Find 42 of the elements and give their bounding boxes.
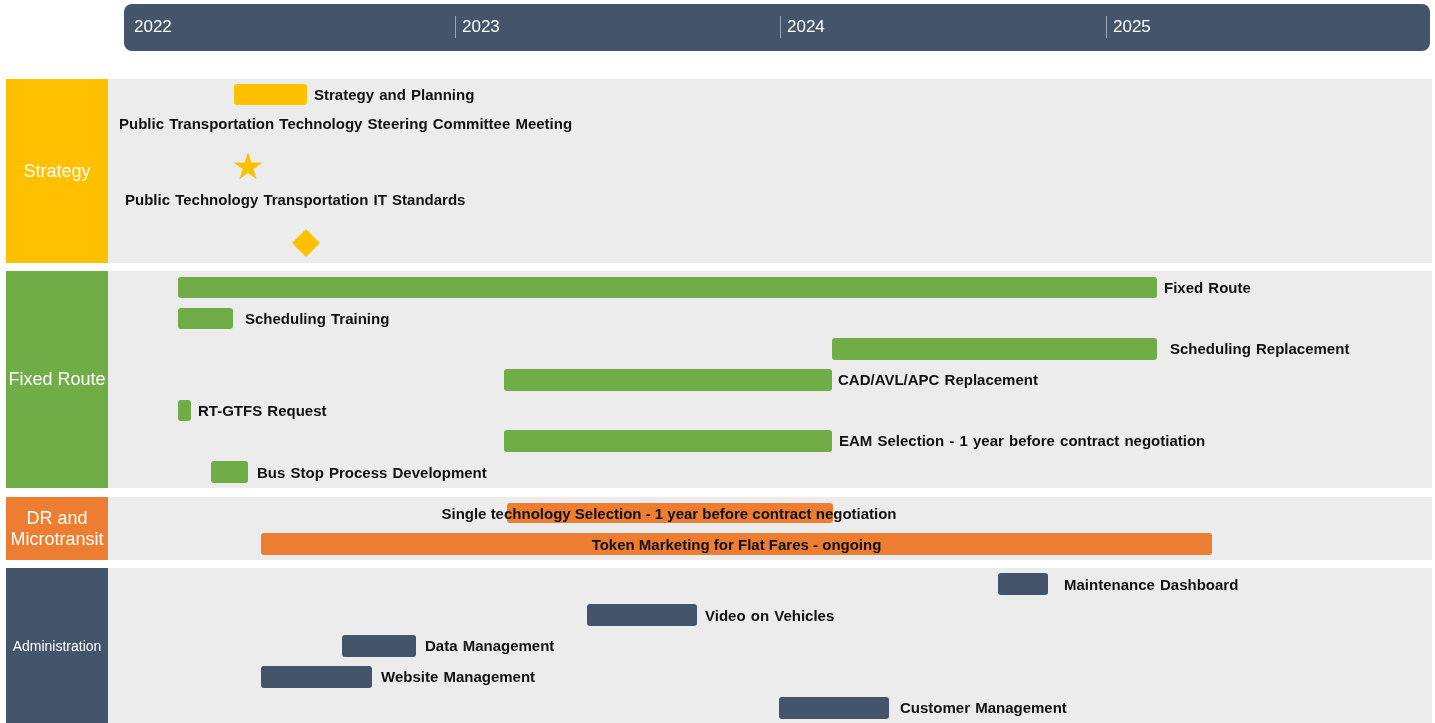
task-label: Fixed Route [1164, 279, 1251, 296]
task-label: Maintenance Dashboard [1064, 576, 1239, 593]
task-label: Scheduling Training [245, 310, 390, 327]
milestone-diamond [292, 228, 320, 258]
year-label: 2023 [455, 16, 500, 38]
gantt-bar [178, 308, 233, 329]
task-label: Data Management [425, 637, 555, 654]
task-label: Video on Vehicles [705, 607, 835, 624]
gantt-bar [261, 666, 372, 688]
task-label: Strategy and Planning [314, 86, 475, 103]
gantt-bar [178, 400, 191, 421]
year-label: 2024 [780, 16, 825, 38]
gantt-bar [998, 573, 1048, 595]
year-label: 2025 [1106, 16, 1151, 38]
gantt-bar [178, 277, 1157, 298]
year-label: 2022 [133, 16, 172, 38]
swimlane-band [6, 79, 1432, 263]
lane-label: Strategy [6, 79, 108, 263]
swimlane-band [6, 497, 1432, 560]
swimlane-band [6, 271, 1432, 488]
task-label: Public Technology Transportation IT Standards [125, 191, 466, 208]
task-label: EAM Selection - 1 year before contract negotiation [839, 432, 1206, 449]
gantt-bar [587, 604, 697, 626]
task-label: Website Management [381, 668, 536, 685]
task-label: Customer Management [900, 699, 1067, 716]
task-label: Bus Stop Process Development [257, 464, 487, 481]
lane-label: Administration [6, 568, 108, 723]
gantt-bar [211, 461, 248, 483]
lane-label: DR and Microtransit [6, 497, 108, 560]
lane-label: Fixed Route [6, 271, 108, 488]
gantt-bar [779, 697, 889, 719]
gantt-bar [234, 84, 307, 105]
gantt-bar [342, 635, 416, 657]
task-label: RT-GTFS Request [198, 402, 327, 419]
task-bar: Token Marketing for Flat Fares - ongoing [261, 533, 1212, 555]
gantt-bar [504, 369, 832, 391]
task-label: Scheduling Replacement [1170, 340, 1350, 357]
gantt-bar [832, 338, 1157, 360]
task-label: Public Transportation Technology Steering Committee Meeting [119, 115, 573, 132]
gantt-bar [504, 430, 832, 452]
task-label: CAD/AVL/APC Replacement [838, 371, 1038, 388]
swimlane-band [6, 568, 1432, 723]
